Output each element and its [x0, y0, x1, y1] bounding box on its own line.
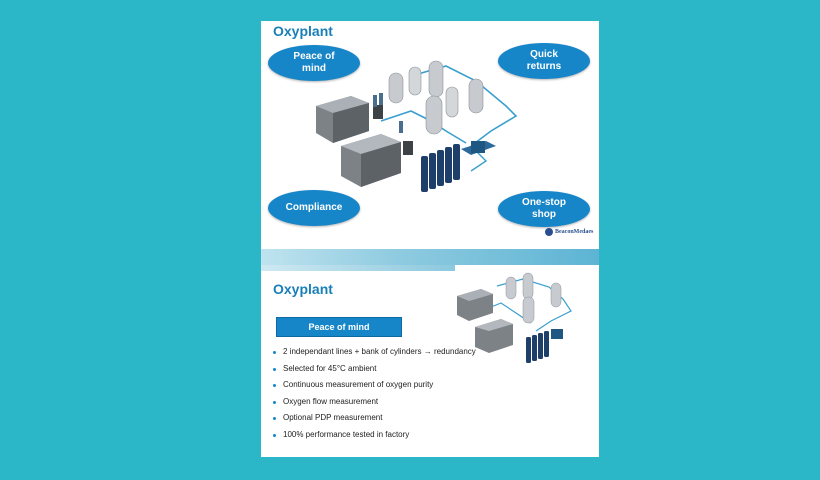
document-page: Oxyplant Peace of mind Quick returns Com…: [261, 21, 599, 457]
oval-quick-returns: Quick returns: [498, 43, 590, 79]
oval-compliance: Compliance: [268, 190, 360, 226]
logo-text: BeaconMedaes: [555, 229, 594, 235]
slide-divider: [261, 249, 599, 265]
oval-peace-of-mind: Peace of mind: [268, 45, 360, 81]
oval-label: Peace of mind: [293, 51, 335, 74]
list-item: Continuous measurement of oxygen purity: [271, 377, 476, 394]
list-item: Oxygen flow measurement: [271, 394, 476, 411]
oxyplant-illustration-small: [457, 272, 572, 363]
feature-list: 2 independant lines + bank of cylinders …: [271, 344, 476, 443]
list-item: Selected for 45°C ambient: [271, 361, 476, 378]
slide-title: Oxyplant: [273, 23, 333, 39]
oval-label: Compliance: [285, 202, 343, 213]
oval-one-stop-shop: One-stop shop: [498, 191, 590, 227]
peace-of-mind-button[interactable]: Peace of mind: [276, 317, 402, 337]
slide-divider-accent: [261, 265, 455, 271]
list-item: 100% performance tested in factory: [271, 427, 476, 444]
list-item: Optional PDP measurement: [271, 410, 476, 427]
slide-overview: Oxyplant Peace of mind Quick returns Com…: [261, 21, 599, 254]
beacon-logo-icon: [545, 228, 553, 236]
brand-logo: BeaconMedaes: [545, 224, 595, 240]
button-label: Peace of mind: [308, 322, 370, 332]
oval-label: One-stop shop: [522, 197, 566, 220]
oval-label: Quick returns: [526, 49, 562, 72]
slide-title: Oxyplant: [273, 281, 333, 297]
oxyplant-illustration: [316, 60, 518, 192]
list-item: 2 independant lines + bank of cylinders …: [271, 344, 476, 361]
